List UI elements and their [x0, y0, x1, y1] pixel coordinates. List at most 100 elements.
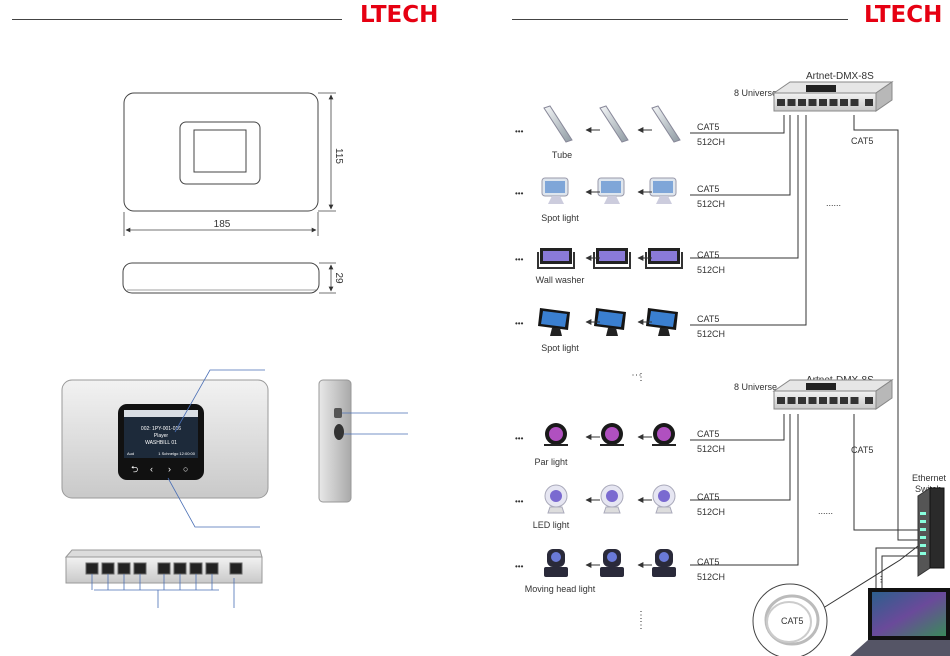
par-fixture [652, 423, 676, 446]
channel-count: 512CH [697, 137, 725, 147]
uplink-cable-2: CAT5 [851, 445, 873, 455]
fixture-row: ••• Wall washer CAT5 512CH [515, 248, 725, 285]
artnet-controller-2: Artnet-DMX-8S 8 Universe [734, 375, 894, 410]
par-fixture [544, 423, 568, 446]
mover-fixture [544, 549, 568, 577]
screen-line2: Player [154, 433, 169, 439]
depth-dimension: 29 [333, 272, 344, 284]
left-arrow-icon[interactable]: ‹ [150, 464, 153, 474]
mover-fixture [652, 549, 676, 577]
ellipsis-bottom: ...... [818, 506, 833, 516]
controller-port [865, 99, 873, 106]
controller-port [777, 99, 785, 106]
controller-port [787, 397, 796, 404]
fixture-label: Spot light [541, 343, 579, 353]
switch-ellipsis: ⋮ [877, 575, 885, 584]
controller-port [777, 397, 785, 404]
header-rule-left [12, 19, 342, 20]
channel-count: 512CH [697, 199, 725, 209]
screen-footer-right: 1 Schnelgo 12:00:00 [158, 451, 195, 456]
tube-fixture [651, 105, 681, 143]
spot-fixture [649, 177, 677, 204]
screen-footer-left: Aud [127, 451, 134, 456]
header-rule-right [512, 19, 848, 20]
cable-type: CAT5 [697, 122, 719, 132]
cable-type: CAT5 [697, 314, 719, 324]
fixture-label: Moving head light [525, 584, 596, 594]
vertical-ellipsis-top-b: ⋮ [636, 372, 646, 383]
rj45-port [133, 562, 147, 575]
more-fixtures-dots: ••• [515, 255, 524, 264]
uplink-cable-1: CAT5 [851, 136, 873, 146]
back-arrow-icon[interactable]: ⮌ [131, 464, 138, 474]
channel-count: 512CH [697, 572, 725, 582]
tube-fixture [599, 105, 629, 143]
controller-port [787, 99, 796, 106]
fixture-label: Tube [552, 150, 572, 160]
controller-port [840, 99, 848, 106]
width-dimension: 185 [214, 219, 231, 230]
vertical-ellipsis-bottom: ⋮ [636, 610, 646, 621]
height-dimension: 115 [333, 148, 344, 164]
controller-port [798, 397, 806, 404]
controller-port [808, 397, 817, 404]
channel-count: 512CH [697, 507, 725, 517]
controller-port [808, 99, 817, 106]
channel-count: 512CH [697, 444, 725, 454]
spot-fixture [541, 177, 569, 204]
fixture-label: Spot light [541, 213, 579, 223]
switch-port-leds [920, 512, 926, 555]
fixture-row: ••• Moving head light CAT5 512CH [515, 549, 725, 594]
more-fixtures-dots: ••• [515, 319, 524, 328]
coil-label: CAT5 [781, 616, 803, 626]
channel-count: 512CH [697, 329, 725, 339]
cable-type: CAT5 [697, 429, 719, 439]
fixture-label: Wall washer [536, 275, 585, 285]
power-icon[interactable]: ○ [183, 464, 188, 474]
screen-line1: 002: 1PY-001-016 [141, 426, 181, 432]
cable-type: CAT5 [697, 184, 719, 194]
controller-port [829, 99, 838, 106]
rj45-port [157, 562, 171, 575]
fixture-row: ••• Tube CAT5 512CH [515, 105, 725, 160]
ellipsis-top: ...... [826, 198, 841, 208]
ltech-logo-left: LTECH [360, 2, 439, 28]
controller-port [865, 397, 873, 404]
fixture-label: LED light [533, 520, 570, 530]
wash-fixture [645, 248, 683, 269]
controller-side-photo [318, 379, 408, 503]
wash-fixture [593, 248, 631, 269]
controller-2-universe: 8 Universe [734, 382, 777, 392]
mover-fixture [600, 549, 624, 577]
switch-label-line1: Ethernet [912, 473, 947, 483]
cable-type: CAT5 [697, 250, 719, 260]
front-view-drawing: 115 185 [123, 92, 344, 236]
vertical-ellipsis-top: ⋮ [631, 370, 642, 380]
controller-1-universe: 8 Universe [734, 88, 777, 98]
controller-port [819, 99, 827, 106]
led-fixture [600, 484, 624, 514]
controller-port [819, 397, 827, 404]
ltech-logo-right: LTECH [864, 2, 943, 28]
rj45-port [101, 562, 115, 575]
artnet-controller-1: Artnet-DMX-8S 8 Universe [734, 71, 894, 112]
controller-port [829, 397, 838, 404]
ports-strip-photo [64, 549, 263, 608]
controller-port [798, 99, 806, 106]
channel-count: 512CH [697, 265, 725, 275]
cable-type: CAT5 [697, 557, 719, 567]
rj45-port [205, 562, 219, 575]
tube-fixture [543, 105, 573, 143]
more-fixtures-dots: ••• [515, 497, 524, 506]
more-fixtures-dots: ••• [515, 562, 524, 571]
more-fixtures-dots: ••• [515, 127, 524, 136]
fixture-row: ••• Spot light CAT5 512CH [515, 308, 725, 353]
right-arrow-icon[interactable]: › [168, 464, 171, 474]
controller-port [840, 397, 848, 404]
laptop-pc [850, 588, 950, 656]
